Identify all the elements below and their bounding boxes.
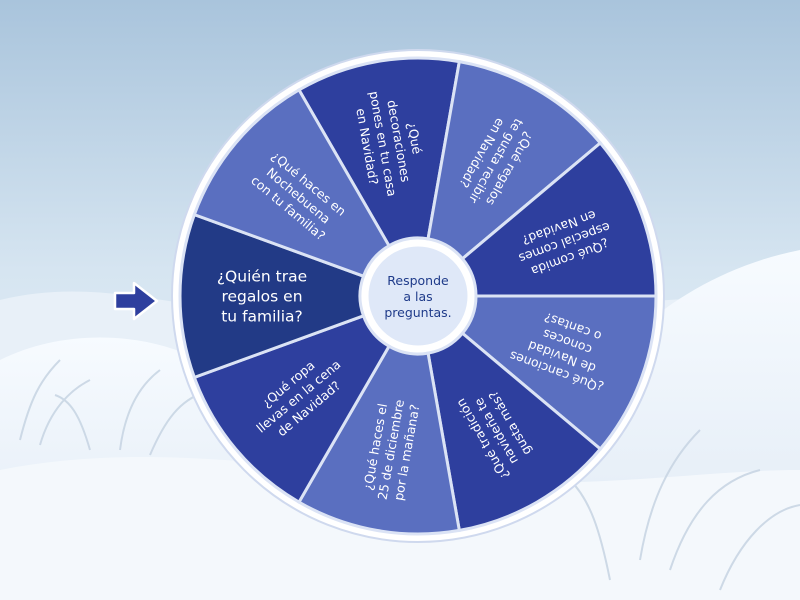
wheel-segment-9 xyxy=(192,87,392,279)
wheel-segment-6 xyxy=(296,344,462,536)
wheel-hub xyxy=(363,241,473,351)
segment-8-line-1: ¿Quién trae xyxy=(217,268,307,286)
wheel-segment-2 xyxy=(426,59,603,261)
wheel-segment-5 xyxy=(426,331,603,533)
segment-1-line-1: ¿Qué xyxy=(404,121,424,156)
wheel-segment-8 xyxy=(178,212,366,380)
center-label-line-1: Responde xyxy=(387,273,449,288)
center-label: Responde a las preguntas. xyxy=(384,273,451,320)
center-label-line-2: a las xyxy=(403,289,432,304)
center-label-line-3: preguntas. xyxy=(384,305,451,320)
wheel-segment-4 xyxy=(460,294,658,452)
arrow-right-icon xyxy=(113,281,159,321)
segment-8-line-3: tu familia? xyxy=(221,307,303,325)
frosty-plants-right xyxy=(569,429,800,591)
wheel-segment-3 xyxy=(460,140,658,298)
wheel-segment-1 xyxy=(296,56,462,248)
wheel-segment-7 xyxy=(192,313,392,505)
segment-8-line-2: regalos en xyxy=(221,287,302,305)
